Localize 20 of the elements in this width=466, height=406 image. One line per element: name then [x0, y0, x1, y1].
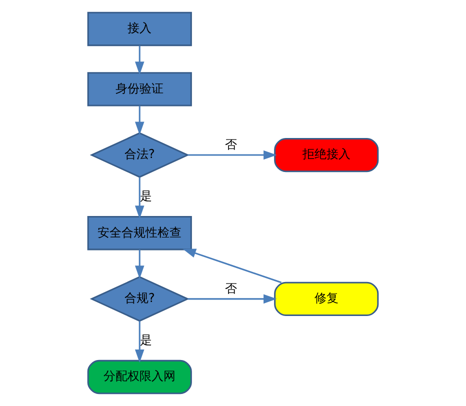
node-box: 安全合规性检查 — [87, 216, 192, 250]
edge-label: 是 — [140, 332, 152, 347]
arrow — [188, 150, 277, 160]
arrow — [134, 250, 144, 279]
arrow — [134, 177, 144, 219]
edge-label: 否 — [225, 138, 238, 152]
node-box: 修复 — [274, 282, 379, 316]
arrow — [188, 294, 277, 304]
node-box: 身份验证 — [87, 72, 192, 106]
edge-label: 是 — [140, 189, 152, 204]
edge-label: 否 — [225, 281, 238, 296]
node-box: 分配权限入网 — [87, 360, 192, 394]
node-box: 接入 — [87, 12, 192, 46]
arrow — [134, 106, 144, 136]
arrow — [134, 321, 144, 363]
node-box: 拒绝接入 — [274, 138, 379, 172]
node-diamond: 合规? — [90, 276, 190, 322]
node-diamond: 合法? — [90, 132, 190, 178]
arrow — [134, 46, 144, 75]
arrow — [182, 248, 282, 284]
